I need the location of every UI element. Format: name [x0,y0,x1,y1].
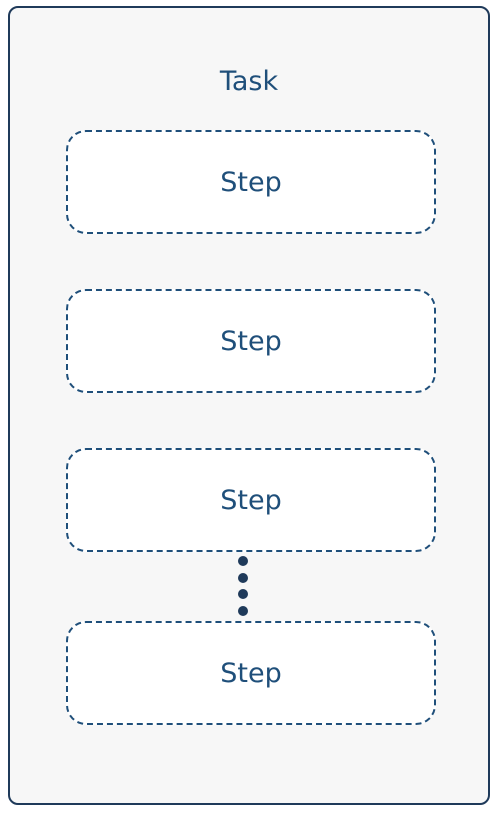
step-box-2: Step [66,289,436,393]
task-title: Task [219,66,279,97]
ellipsis-dot [238,556,248,566]
step-label: Step [220,657,282,689]
ellipsis-dot [238,572,248,583]
step-label: Step [220,484,282,516]
step-label: Step [220,325,282,357]
step-box-3: Step [66,448,436,552]
step-box-4: Step [66,621,436,725]
step-label: Step [220,166,282,198]
ellipsis-dot [238,605,248,616]
ellipsis-dot [238,589,248,600]
step-box-1: Step [66,130,436,234]
vertical-ellipsis-icon [236,556,250,616]
